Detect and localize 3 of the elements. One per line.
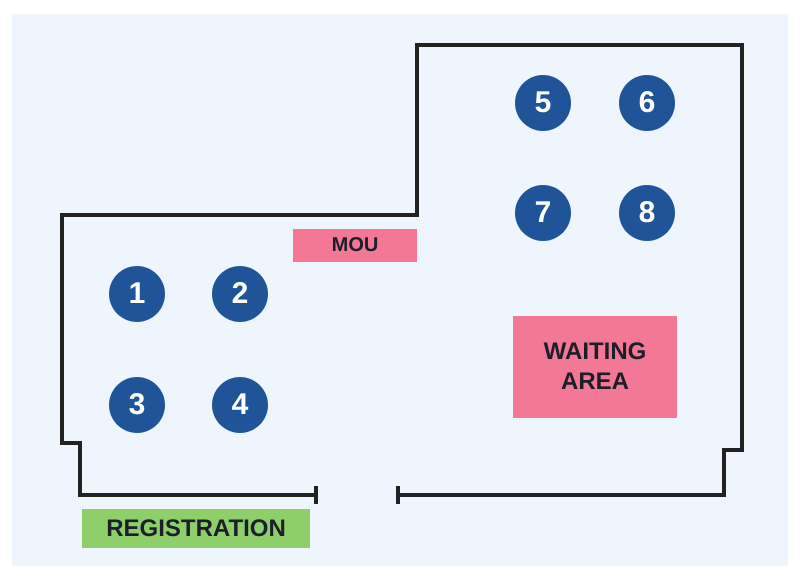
zone-label: REGISTRATION <box>82 509 310 548</box>
zone-label: MOU <box>293 229 417 262</box>
zone-area: WAITING AREA <box>513 316 677 418</box>
